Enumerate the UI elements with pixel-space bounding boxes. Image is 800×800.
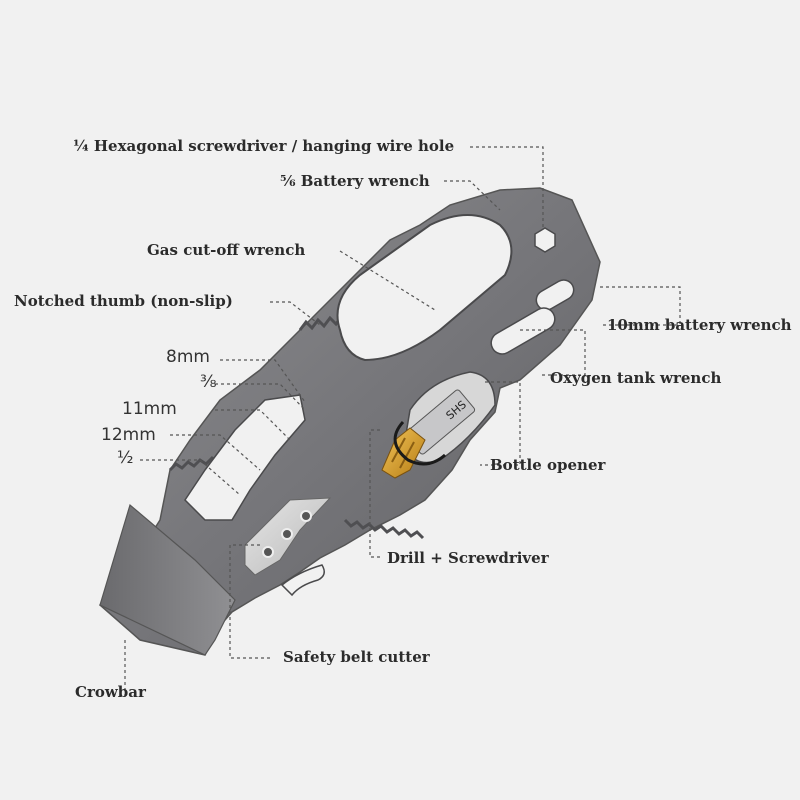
label-notched-thumb: Notched thumb (non-slip) <box>14 292 233 310</box>
bit-retaining-clip <box>393 420 446 466</box>
blade-screw <box>300 510 312 522</box>
blade-screw <box>281 528 293 540</box>
drill-bit <box>381 389 476 479</box>
label-size-3-8: ⅜ <box>200 372 217 392</box>
label-oxygen-tank-wrench: Oxygen tank wrench <box>550 369 722 387</box>
label-battery-wrench-5-6: ⅚ Battery wrench <box>280 172 430 190</box>
label-safety-belt-cutter: Safety belt cutter <box>283 648 430 666</box>
label-gas-cutoff-wrench: Gas cut-off wrench <box>147 241 306 259</box>
label-10mm-battery-wrench: 10mm battery wrench <box>607 316 792 334</box>
size-wrench-slot <box>184 394 306 521</box>
blade-screw <box>262 546 274 558</box>
label-size-1-2: ½ <box>117 448 134 468</box>
label-bottle-opener: Bottle opener <box>490 456 606 474</box>
battery-wrench-slot <box>535 279 575 311</box>
label-hex-screwdriver: ¼ Hexagonal screwdriver / hanging wire h… <box>73 137 455 155</box>
gas-cutoff-slot <box>336 214 513 362</box>
label-size-12mm: 12mm <box>101 425 156 445</box>
lower-teeth <box>343 518 425 540</box>
label-size-11mm: 11mm <box>122 399 177 419</box>
label-drill-screwdriver: Drill + Screwdriver <box>387 549 549 567</box>
hex-hole <box>534 227 556 253</box>
belt-cutter-hook <box>280 564 325 597</box>
crowbar-tip <box>99 503 236 656</box>
oxygen-tank-slot <box>490 307 556 355</box>
label-crowbar: Crowbar <box>75 683 146 701</box>
leader-lines <box>124 146 681 700</box>
label-size-8mm: 8mm <box>166 347 210 367</box>
